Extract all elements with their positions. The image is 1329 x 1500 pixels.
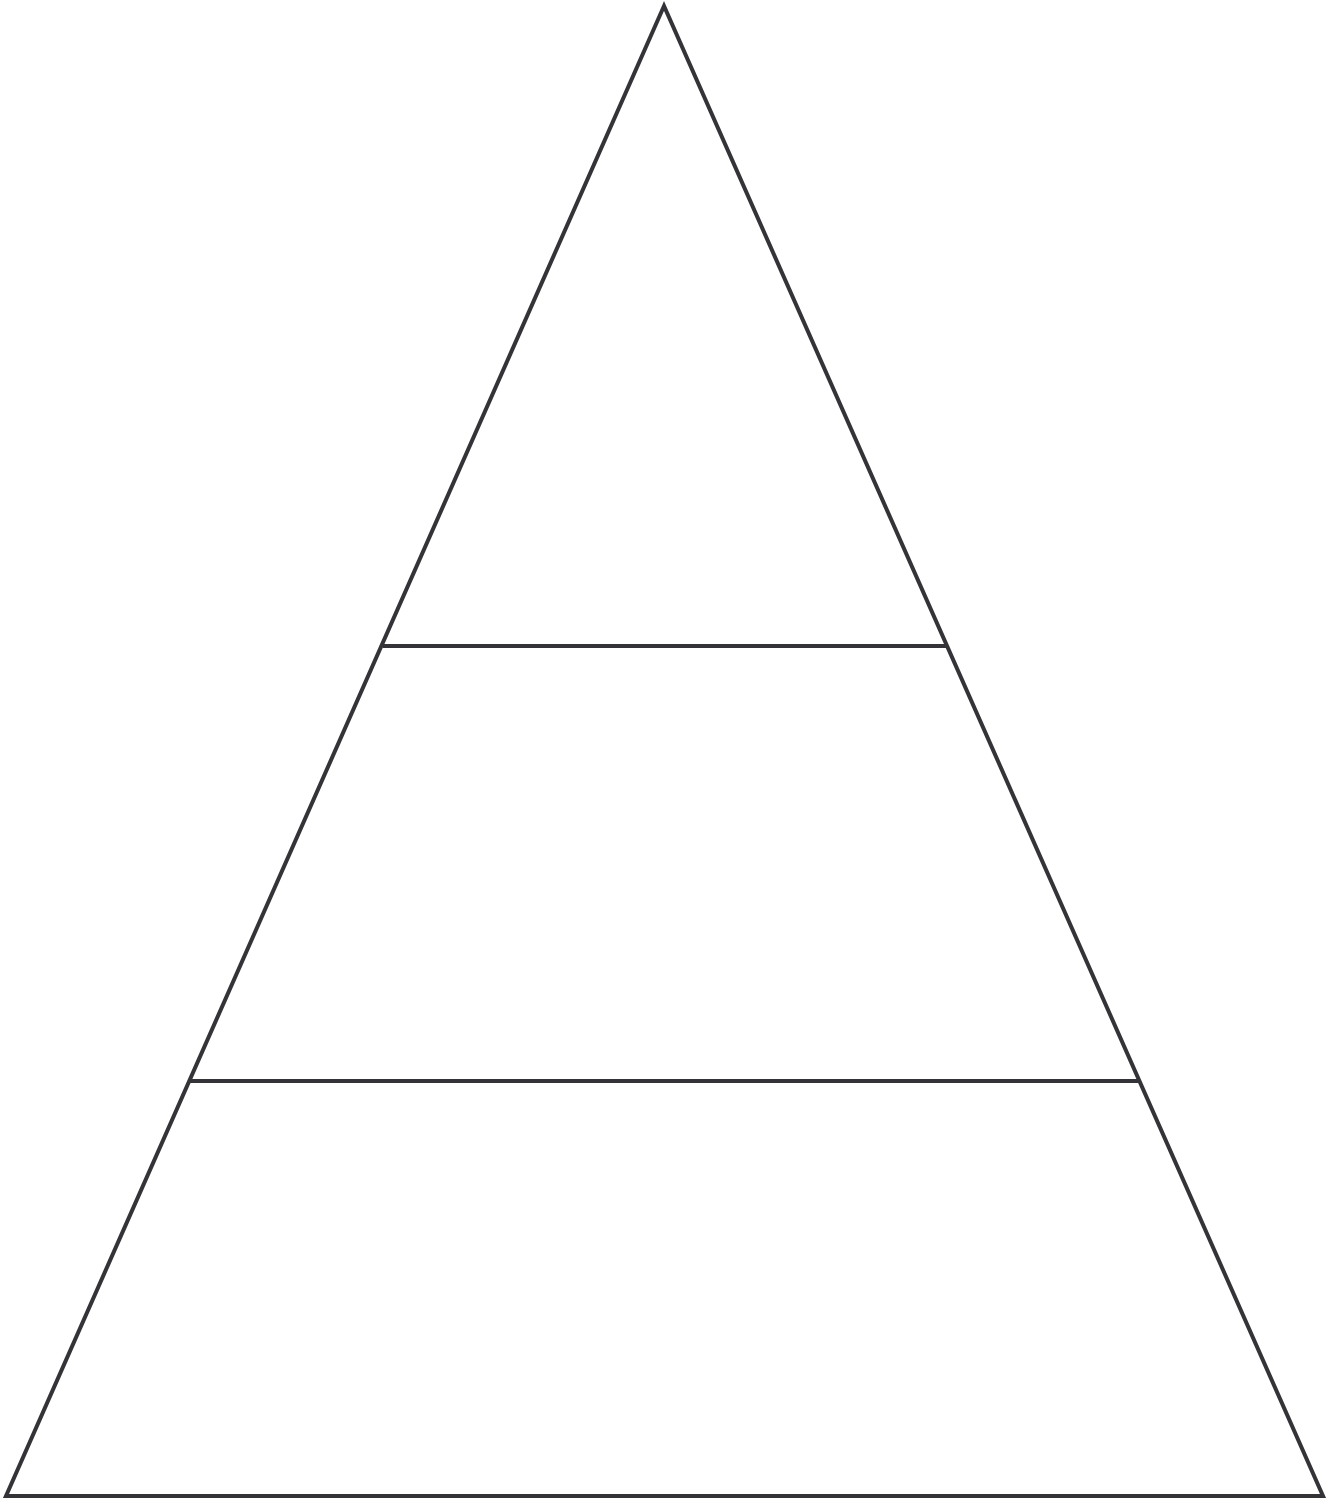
pyramid-outline: [2, 1, 1327, 1498]
pyramid-diagram: [2, 1, 1327, 1498]
